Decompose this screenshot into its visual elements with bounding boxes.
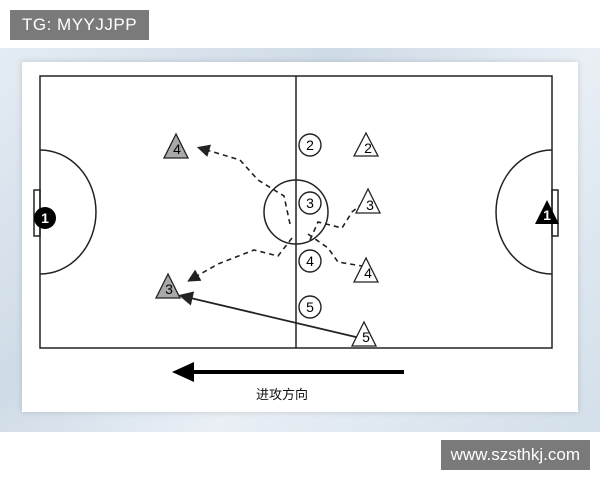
triangle-player-3-right-label: 3 [366, 197, 374, 213]
movement-lines [187, 144, 365, 282]
triangle-player-5: 5 [350, 320, 378, 347]
circle-player-4-label: 4 [306, 253, 314, 269]
circle-player-2-label: 2 [306, 137, 314, 153]
triangle-player-4-right-label: 4 [364, 265, 372, 281]
telegram-tag: TG: MYYJJPP [10, 10, 150, 40]
right-keeper: 1 [535, 200, 559, 224]
diagram-card: 1 1 2 3 4 5 2 3 [22, 62, 578, 412]
triangle-player-2: 2 [352, 131, 380, 157]
triangle-player-3-left: 3 [154, 272, 182, 299]
triangle-player-2-label: 2 [364, 140, 372, 156]
triangle-player-3-right: 3 [354, 187, 382, 214]
triangle-player-5-label: 5 [362, 329, 370, 345]
circle-player-3-label: 3 [306, 195, 314, 211]
center-circle [263, 179, 329, 245]
triangle-player-3-left-label: 3 [165, 281, 173, 297]
run-line-to-3 [309, 201, 365, 241]
attack-direction-arrow [172, 362, 404, 382]
run-line-to-left-3 [187, 237, 293, 282]
triangle-player-4-left: 4 [162, 132, 190, 159]
run-line-to-4 [196, 144, 291, 225]
circle-player-2: 2 [298, 133, 322, 157]
circle-player-5: 5 [298, 295, 322, 319]
circle-player-3: 3 [298, 191, 322, 215]
triangle-player-4-right: 4 [352, 256, 380, 283]
site-watermark: www.szsthkj.com [440, 440, 590, 470]
left-keeper-label: 1 [41, 210, 49, 226]
left-keeper: 1 [34, 207, 56, 229]
run-line-to-4-right [307, 233, 363, 267]
triangle-player-4-left-label: 4 [173, 141, 181, 157]
right-penalty-arc [495, 149, 553, 275]
right-keeper-label: 1 [543, 207, 551, 223]
court-lines [33, 75, 559, 349]
attack-direction-caption: 进攻方向 [256, 387, 309, 402]
left-penalty-arc [39, 149, 97, 275]
circle-player-4: 4 [298, 249, 322, 273]
circle-player-5-label: 5 [306, 299, 314, 315]
futsal-court-diagram: 1 1 2 3 4 5 2 3 [33, 75, 559, 382]
pass-line [178, 291, 361, 339]
